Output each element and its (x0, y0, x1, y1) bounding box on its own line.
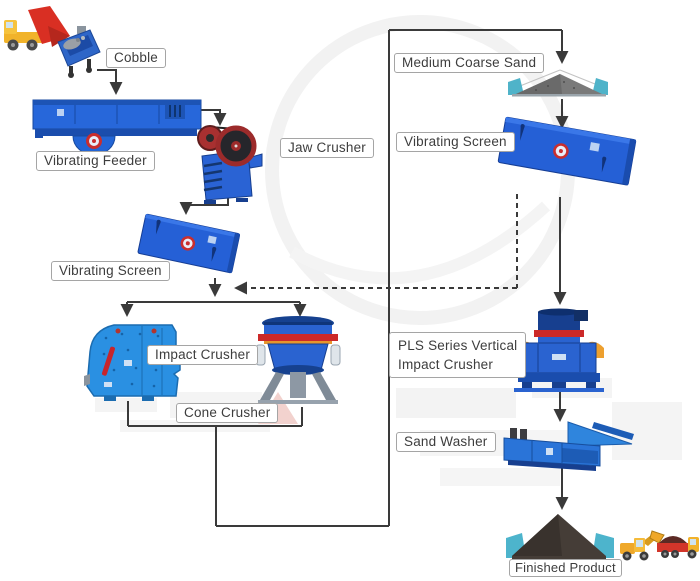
label-medium-coarse-sand: Medium Coarse Sand (394, 53, 545, 73)
pls-vertical-impact-crusher-icon (514, 308, 604, 392)
flow-connectors (97, 29, 569, 527)
label-pls-line2: Impact Crusher (398, 357, 494, 372)
label-impact-crusher: Impact Crusher (147, 345, 259, 365)
cone-crusher-icon (255, 316, 341, 404)
label-vibrating-screen-left: Vibrating Screen (51, 261, 170, 281)
wheel-loader-icon (620, 530, 665, 561)
feed-hopper-icon (57, 26, 101, 78)
label-jaw-crusher: Jaw Crusher (280, 138, 374, 158)
label-cobble: Cobble (106, 48, 166, 68)
label-pls-vertical-impact-crusher: PLS Series Vertical Impact Crusher (389, 332, 527, 378)
vibrating-screen-right-icon (497, 116, 637, 186)
edge-jaw-to-screen (179, 196, 229, 215)
edge-cobble-to-feeder (97, 69, 123, 95)
haul-truck-icon (657, 536, 699, 559)
vibrating-feeder-icon (32, 99, 202, 156)
label-vibrating-screen-right: Vibrating Screen (396, 132, 515, 152)
finished-product-pile-icon (506, 514, 614, 559)
label-sand-washer: Sand Washer (396, 432, 496, 452)
label-finished-product: Finished Product (509, 559, 622, 577)
jaw-crusher-icon (197, 125, 263, 204)
vibrating-screen-left-icon (137, 213, 241, 274)
label-vibrating-feeder: Vibrating Feeder (36, 151, 155, 171)
label-pls-line1: PLS Series Vertical (398, 338, 518, 353)
dump-truck-icon (4, 6, 70, 51)
edge-feeder-to-jaw (201, 109, 227, 126)
medium-coarse-sand-pile-icon (508, 69, 608, 97)
label-cone-crusher: Cone Crusher (176, 403, 279, 423)
sand-washer-icon (503, 421, 634, 471)
